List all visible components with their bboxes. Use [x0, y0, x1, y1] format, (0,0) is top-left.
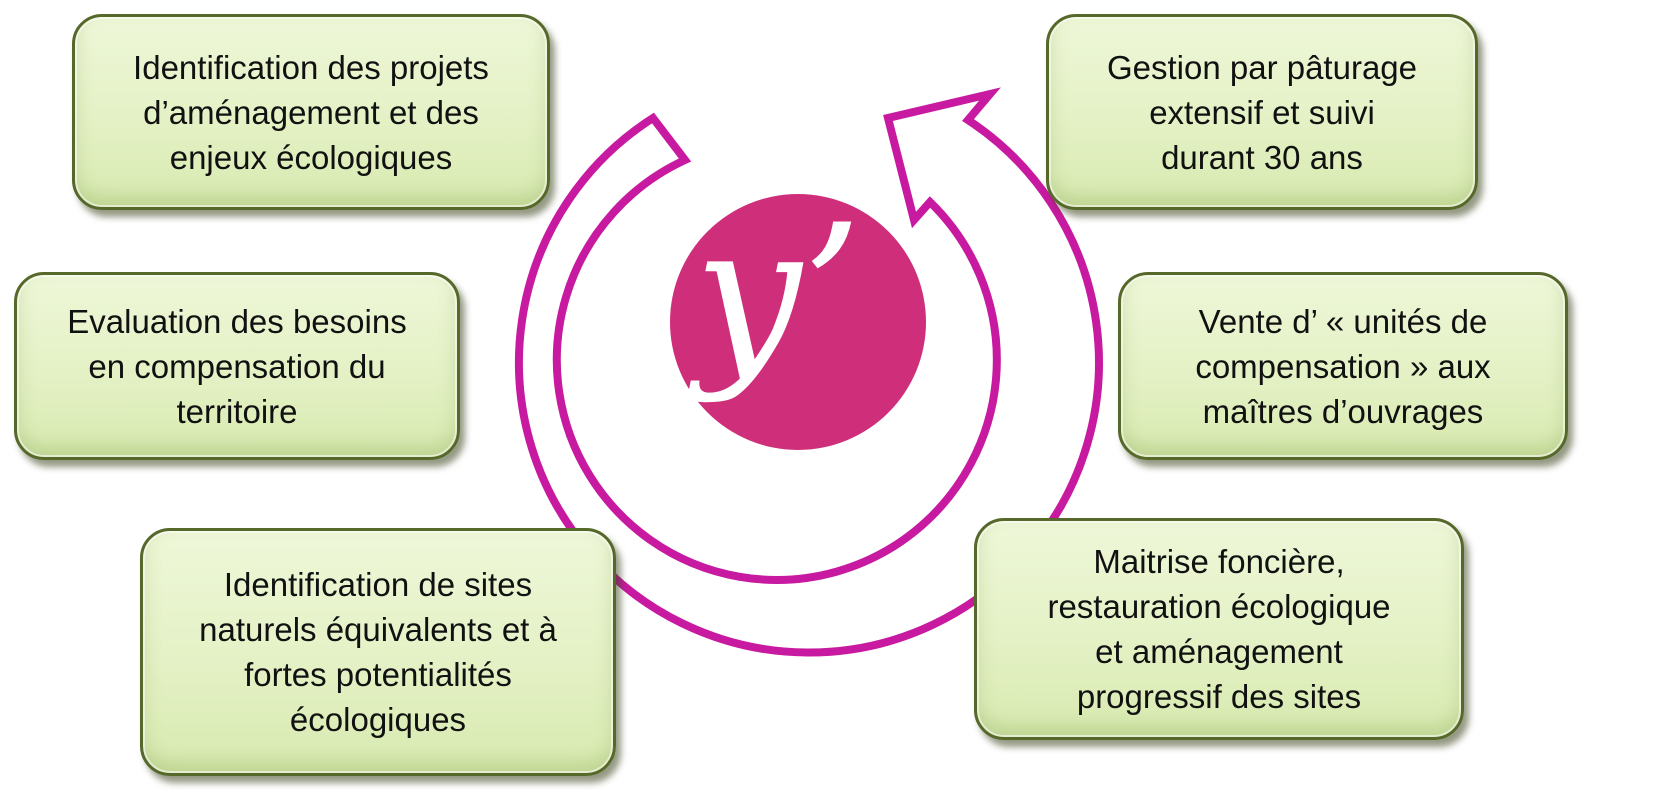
step-label: Identification des projets d’aménagement…: [133, 48, 489, 176]
step-box-units-sale: Vente d’ « unités de compensation » aux …: [1118, 272, 1568, 460]
logo-circle: [670, 194, 926, 450]
step-box-grazing-management: Gestion par pâturage extensif et suivi d…: [1046, 14, 1478, 210]
step-box-site-identification: Identification de sites naturels équival…: [140, 528, 616, 776]
step-label: Evaluation des besoins en compensation d…: [67, 302, 407, 430]
step-label: Identification de sites naturels équival…: [199, 566, 557, 738]
step-label: Vente d’ « unités de compensation » aux …: [1195, 302, 1491, 430]
logo-text: y’: [686, 184, 862, 405]
step-box-needs-evaluation: Evaluation des besoins en compensation d…: [14, 272, 460, 460]
step-box-land-restoration: Maitrise foncière, restauration écologiq…: [974, 518, 1464, 740]
step-box-project-identification: Identification des projets d’aménagement…: [72, 14, 550, 210]
step-label: Maitrise foncière, restauration écologiq…: [1047, 543, 1391, 715]
step-label: Gestion par pâturage extensif et suivi d…: [1106, 48, 1418, 176]
